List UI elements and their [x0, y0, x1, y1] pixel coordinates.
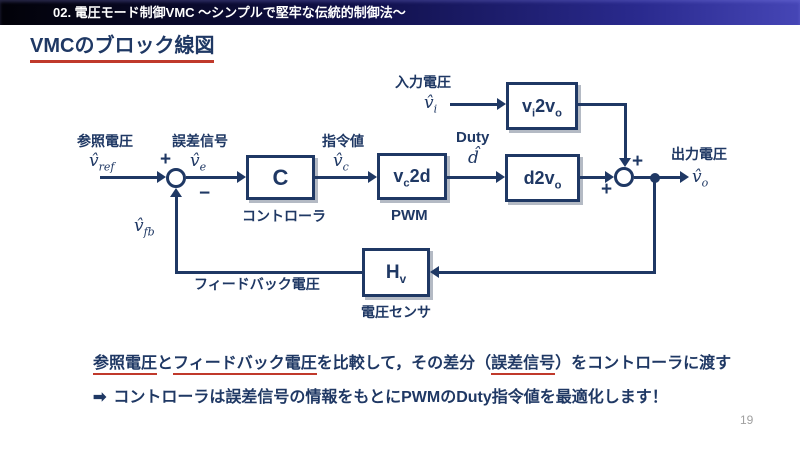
line-vi-input	[450, 103, 498, 106]
line-feedback-left	[175, 271, 362, 274]
header-title: 02. 電圧モード制御VMC ～シンプルで堅牢な伝統的制御法～	[53, 5, 406, 20]
summary-ref-voltage: 参照電圧	[93, 355, 158, 375]
signal-ve: v̂e	[190, 151, 207, 174]
arrowhead-command-value	[368, 171, 377, 183]
label-reference-voltage: 参照電圧	[77, 133, 133, 149]
block-pwm-label: vc2d	[393, 166, 431, 190]
arrowhead-feedback-up	[170, 188, 182, 197]
label-voltage-sensor: 電圧センサ	[361, 304, 431, 320]
label-input-voltage: 入力電圧	[395, 74, 451, 90]
label-pwm: PWM	[391, 207, 428, 224]
line-command-value	[315, 176, 369, 179]
arrowhead-ref-input	[157, 171, 166, 183]
arrowhead-duty	[496, 171, 505, 183]
line-feedback-branch-down	[653, 178, 656, 274]
arrowhead-vi2vo-down	[619, 158, 631, 167]
arrow-icon: ➡	[93, 389, 107, 406]
block-plant-d2vo: d2vo	[505, 154, 580, 202]
block-plant-d2vo-label: d2vo	[523, 167, 562, 192]
arrowhead-vi-input	[497, 98, 506, 110]
line-feedback-up	[175, 196, 178, 274]
line-duty	[447, 176, 497, 179]
block-plant-vi2vo-label: vi2vo	[522, 95, 562, 120]
label-controller: コントローラ	[242, 208, 326, 224]
label-duty: Duty	[456, 129, 490, 146]
block-pwm-vc2d: vc2d	[377, 153, 447, 200]
summary-error-signal: 誤差信号	[491, 355, 556, 375]
summary-line-2: ➡コントローラは誤差信号の情報をもとにPWMのDuty指令値を最適化します！	[93, 389, 668, 406]
signal-vi: v̂i	[424, 93, 438, 116]
summary-line-1: 参照電圧とフィードバック電圧を比較して，その差分（誤差信号）をコントローラに渡す	[93, 349, 731, 375]
line-error-signal	[186, 176, 238, 179]
page-number: 19	[740, 413, 754, 427]
block-plant-vi2vo: vi2vo	[506, 82, 578, 130]
arrowhead-d2vo-out	[605, 171, 614, 183]
page-title: VMCのブロック線図	[30, 29, 215, 63]
line-vi2vo-out-v	[624, 103, 627, 160]
line-vi2vo-out-h	[578, 103, 627, 106]
summing-junction-output	[614, 167, 634, 187]
line-feedback-to-sensor	[439, 271, 656, 274]
arrowhead-output	[680, 171, 689, 183]
arrowhead-into-sensor	[430, 266, 439, 278]
block-controller-label: C	[272, 164, 289, 190]
plus-sign-vi-input: +	[632, 151, 644, 172]
label-output-voltage: 出力電圧	[671, 146, 727, 162]
label-command-value: 指令値	[322, 133, 364, 149]
summary-feedback-voltage: フィードバック電圧	[173, 355, 317, 375]
summing-junction-error	[166, 168, 186, 188]
block-controller-C: C	[246, 155, 315, 200]
plus-sign-ref-input: +	[160, 149, 172, 170]
block-sensor-label: Hv	[385, 261, 407, 286]
label-feedback-voltage: フィードバック電圧	[194, 276, 320, 292]
signal-vo: v̂o	[692, 167, 709, 190]
minus-sign-feedback-input: −	[199, 183, 211, 204]
signal-vref: v̂ref	[89, 151, 115, 174]
block-sensor-Hv: Hv	[362, 248, 430, 297]
plus-sign-d-input: +	[601, 179, 613, 200]
line-ref-input	[100, 176, 158, 179]
arrowhead-error-signal	[237, 171, 246, 183]
label-error-signal: 誤差信号	[172, 133, 228, 149]
signal-vc: v̂c	[333, 151, 349, 174]
signal-vfb: v̂fb	[134, 216, 155, 239]
signal-d: d̂	[468, 148, 479, 168]
line-d2vo-out	[580, 176, 607, 179]
header-bar: 02. 電圧モード制御VMC ～シンプルで堅牢な伝統的制御法～	[0, 0, 800, 25]
